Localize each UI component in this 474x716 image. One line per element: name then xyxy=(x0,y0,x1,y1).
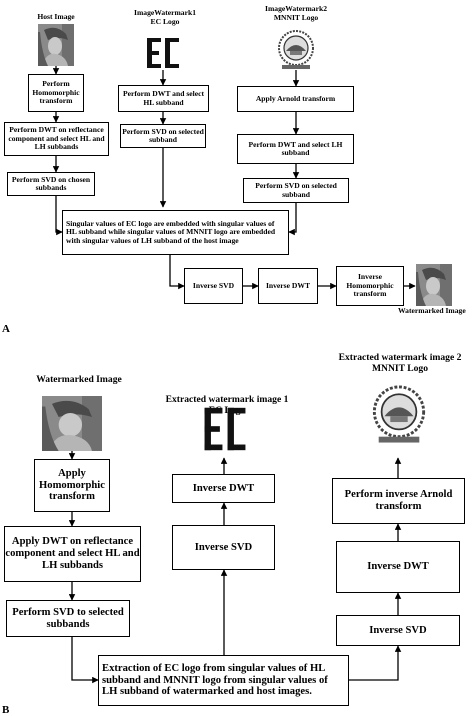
ec-logo-image xyxy=(147,38,179,68)
mnnit-logo-image xyxy=(278,30,314,69)
a-dwt-wm2-box: Perform DWT and select LH subband xyxy=(237,134,354,164)
host-image-label: Host Image xyxy=(37,12,75,21)
a-output-label: Watermarked Image xyxy=(398,306,466,315)
panel-b-letter: B xyxy=(2,704,10,716)
b-extraction-box: Extraction of EC logo from singular valu… xyxy=(98,655,349,706)
a-inverse-dwt-box: Inverse DWT xyxy=(258,268,318,304)
a-arnold-box: Apply Arnold transform xyxy=(237,86,354,112)
a-homomorphic-box: Perform Homomorphic transform xyxy=(28,74,84,112)
watermark2-label: ImageWatermark2 MNNIT Logo xyxy=(265,4,327,22)
b-dwt-box: Apply DWT on reflectance component and s… xyxy=(4,526,141,582)
b-extracted2-label: Extracted watermark image 2 MNNIT Logo xyxy=(338,352,462,374)
a-svd-wm1-box: Perform SVD on selected subband xyxy=(120,124,206,148)
host-image-thumbnail xyxy=(38,24,74,66)
a-inverse-homomorphic-box: Inverse Homomorphic transform xyxy=(336,266,404,306)
b-inverse-svd-box-1: Inverse SVD xyxy=(172,525,275,570)
a-inverse-svd-box: Inverse SVD xyxy=(184,268,243,304)
b-mnnit-logo-image xyxy=(372,385,426,443)
b-svd-box: Perform SVD to selected subbands xyxy=(6,600,130,637)
panel-a-letter: A xyxy=(2,323,10,335)
a-svd-wm2-box: Perform SVD on selected subband xyxy=(243,178,349,203)
b-inverse-arnold-box: Perform inverse Arnold transform xyxy=(332,478,465,524)
a-dwt-host-box: Perform DWT on reflectance component and… xyxy=(4,122,109,156)
b-input-label: Watermarked Image xyxy=(36,374,122,385)
b-inverse-dwt-box-1: Inverse DWT xyxy=(172,474,275,503)
a-svd-host-box: Perform SVD on chosen subbands xyxy=(7,172,95,196)
b-inverse-svd-box-2: Inverse SVD xyxy=(336,615,460,646)
a-dwt-wm1-box: Perform DWT and select HL subband xyxy=(118,85,209,112)
a-embed-box: Singular values of EC logo are embedded … xyxy=(62,210,289,255)
b-homomorphic-box: Apply Homomorphic transform xyxy=(34,459,110,512)
watermarked-image-thumbnail xyxy=(416,264,452,306)
watermark1-label: ImageWatermark1 EC Logo xyxy=(134,8,196,26)
b-inverse-dwt-box-2: Inverse DWT xyxy=(336,541,460,593)
b-ec-logo-image xyxy=(204,407,246,451)
b-extracted1-label: Extracted watermark image 1 EC Logo xyxy=(165,394,289,416)
b-watermarked-image xyxy=(42,396,102,451)
